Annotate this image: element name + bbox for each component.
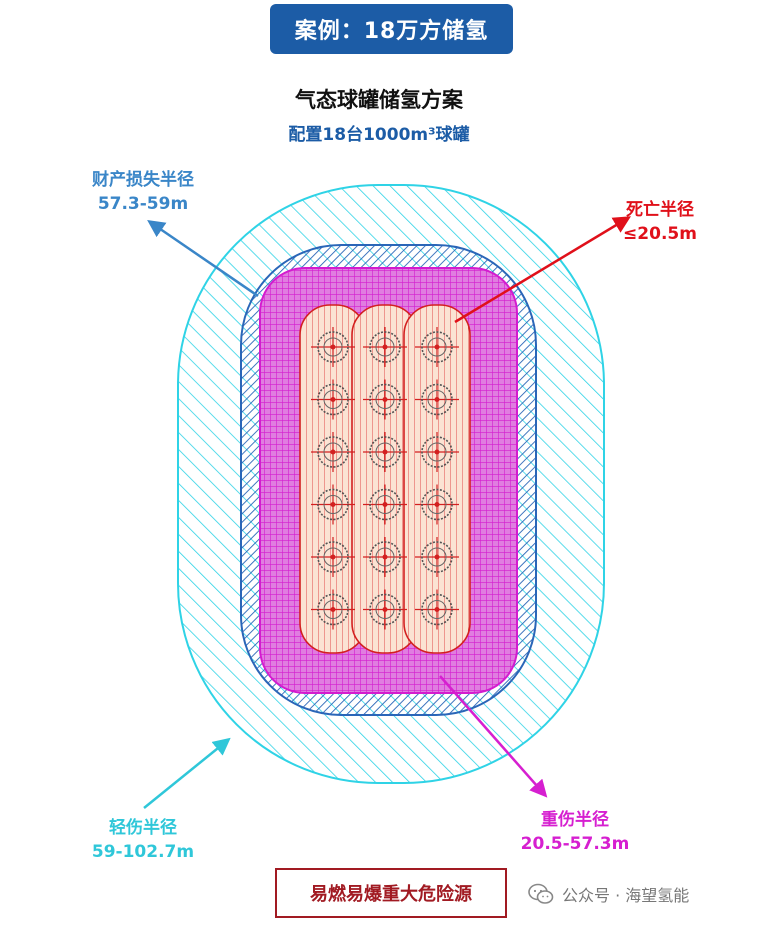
spherical-tank xyxy=(363,589,407,630)
light-injury-title: 轻伤半径 xyxy=(109,818,177,838)
spherical-tank xyxy=(415,379,459,420)
heavy-injury-title: 重伤半径 xyxy=(541,810,609,830)
case-badge: 案例：18万方储氢 xyxy=(270,4,513,54)
spherical-tank xyxy=(311,537,355,577)
heavy-injury-range: 20.5-57.3m xyxy=(520,834,630,854)
spherical-tank xyxy=(363,327,407,367)
spherical-tank xyxy=(311,379,355,420)
property-loss-title: 财产损失半径 xyxy=(92,170,194,190)
spherical-tank xyxy=(415,432,459,472)
light-injury-range: 59-102.7m xyxy=(91,842,195,862)
spherical-tank xyxy=(363,484,407,525)
watermark-text: 公众号 · 海望氢能 xyxy=(562,886,690,905)
heavy-injury-arrow xyxy=(439,675,548,798)
spherical-tank xyxy=(415,327,459,367)
diagram-title: 气态球罐储氢方案 xyxy=(295,88,463,112)
watermark: 公众号 · 海望氢能 xyxy=(528,881,748,907)
death-arrow xyxy=(454,216,631,324)
death-title: 死亡半径 xyxy=(626,200,694,220)
spherical-tank xyxy=(415,484,459,525)
property-loss-arrow xyxy=(147,220,259,298)
wechat-icon xyxy=(528,883,554,904)
death-zone xyxy=(299,304,471,654)
spherical-tank xyxy=(311,484,355,525)
spherical-tank xyxy=(415,589,459,630)
death-label: 死亡半径 ≤20.5m xyxy=(590,198,730,246)
spherical-tank xyxy=(363,379,407,420)
spherical-tank xyxy=(415,537,459,577)
light-injury-arrow xyxy=(143,737,231,809)
hazard-source-box: 易燃易爆重大危险源 xyxy=(275,868,507,918)
diagram-subtitle: 配置18台1000m³球罐 xyxy=(288,125,470,145)
light-injury-label: 轻伤半径 59-102.7m xyxy=(58,816,228,864)
spherical-tank xyxy=(311,432,355,472)
spherical-tank xyxy=(311,327,355,367)
death-range: ≤20.5m xyxy=(623,224,697,244)
property-loss-label: 财产损失半径 57.3-59m xyxy=(58,168,228,216)
spherical-tank-grid xyxy=(311,327,459,630)
heavy-injury-label: 重伤半径 20.5-57.3m xyxy=(490,808,660,856)
spherical-tank xyxy=(363,432,407,472)
spherical-tank xyxy=(363,537,407,577)
property-loss-range: 57.3-59m xyxy=(97,194,189,214)
spherical-tank xyxy=(311,589,355,630)
